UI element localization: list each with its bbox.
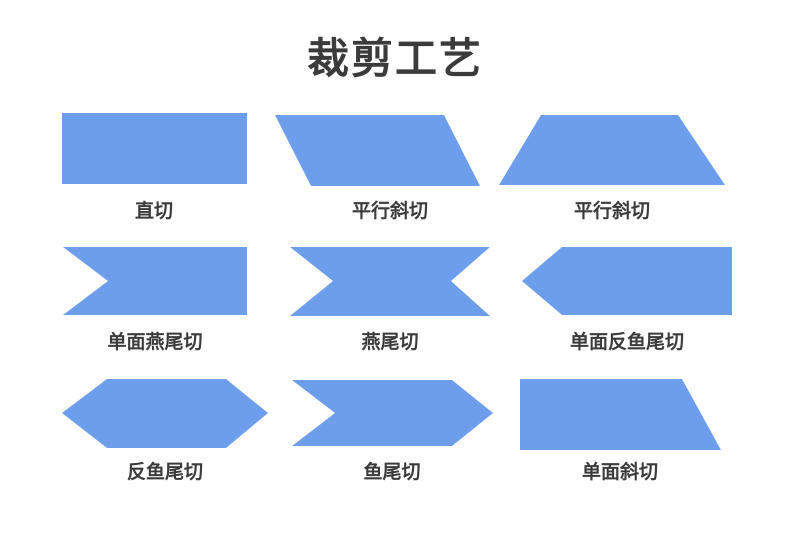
- label-reverse-fishtail-cut: 反鱼尾切: [126, 462, 204, 483]
- shape-single-dovetail-cut: [63, 247, 247, 315]
- label-parallel-bevel-cut-2: 平行斜切: [573, 201, 651, 222]
- shape-parallel-bevel-cut-1: [275, 115, 480, 186]
- page-title: 裁剪工艺: [306, 35, 483, 82]
- shape-straight-cut: [62, 113, 247, 184]
- label-single-bevel-cut: 单面斜切: [581, 462, 659, 483]
- label-fishtail-cut: 鱼尾切: [363, 462, 421, 483]
- label-parallel-bevel-cut-1: 平行斜切: [351, 201, 429, 222]
- shape-single-reverse-fishtail-cut: [522, 247, 732, 315]
- label-single-reverse-fishtail-cut: 单面反鱼尾切: [569, 332, 685, 353]
- label-dovetail-cut: 燕尾切: [361, 332, 419, 353]
- shape-parallel-bevel-cut-2: [499, 115, 725, 185]
- label-single-dovetail-cut: 单面燕尾切: [107, 332, 203, 353]
- shape-reverse-fishtail-cut: [62, 379, 268, 448]
- shape-fishtail-cut: [292, 380, 493, 446]
- label-straight-cut: 直切: [134, 201, 174, 222]
- shape-single-bevel-cut: [520, 379, 721, 450]
- shape-dovetail-cut: [290, 247, 490, 316]
